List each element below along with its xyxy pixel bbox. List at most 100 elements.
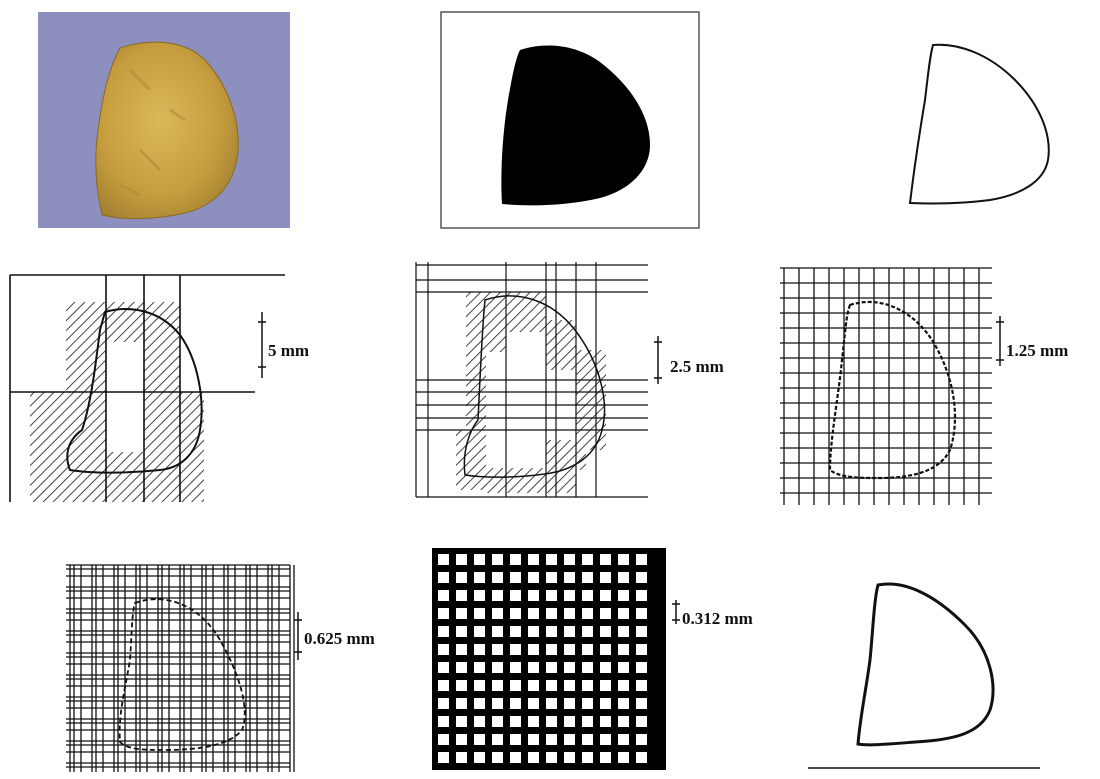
grid-cell bbox=[492, 572, 503, 583]
grid-cell bbox=[510, 608, 521, 619]
grid-cell bbox=[474, 626, 485, 637]
grid-cell bbox=[510, 680, 521, 691]
grid-cell bbox=[546, 680, 557, 691]
boundary-outline bbox=[858, 584, 993, 745]
grid-cell bbox=[438, 626, 449, 637]
grid-cell bbox=[438, 608, 449, 619]
grid-0.625mm-panel: 0.625 mm bbox=[66, 565, 375, 772]
grid-cell bbox=[438, 752, 449, 763]
grid-lines bbox=[66, 565, 294, 772]
grid-cell bbox=[492, 716, 503, 727]
grid-cell bbox=[528, 680, 539, 691]
grid-cell bbox=[582, 734, 593, 745]
grid-cell bbox=[456, 752, 467, 763]
grid-cell bbox=[582, 716, 593, 727]
scale-label-2.5mm: 2.5 mm bbox=[670, 357, 724, 376]
grid-cell bbox=[438, 662, 449, 673]
grid-cell bbox=[474, 734, 485, 745]
grid-cell bbox=[474, 572, 485, 583]
grid-cell bbox=[510, 698, 521, 709]
grid-cell bbox=[600, 554, 611, 565]
grid-cell bbox=[456, 626, 467, 637]
grid-cell bbox=[438, 716, 449, 727]
grid-cell bbox=[618, 716, 629, 727]
grid-cell bbox=[600, 680, 611, 691]
grid-cell bbox=[474, 680, 485, 691]
grid-cell bbox=[546, 608, 557, 619]
grid-cell bbox=[564, 572, 575, 583]
outline-panel bbox=[910, 45, 1049, 204]
grid-cell bbox=[618, 554, 629, 565]
grid-cell bbox=[474, 662, 485, 673]
grid-cell bbox=[582, 554, 593, 565]
dimension-marker bbox=[672, 600, 680, 624]
grid-cell bbox=[528, 608, 539, 619]
grid-cell bbox=[564, 662, 575, 673]
grid-cell bbox=[600, 626, 611, 637]
grid-cell bbox=[600, 590, 611, 601]
dimension-marker bbox=[996, 316, 1004, 366]
grid-cell bbox=[438, 572, 449, 583]
grid-cell bbox=[636, 644, 647, 655]
grid-cell bbox=[564, 716, 575, 727]
grid-cell bbox=[600, 716, 611, 727]
grid-cell bbox=[582, 752, 593, 763]
grid-cell bbox=[510, 644, 521, 655]
grid-cell bbox=[456, 590, 467, 601]
grid-cell bbox=[456, 734, 467, 745]
grid-cell bbox=[600, 572, 611, 583]
grid-cell bbox=[600, 608, 611, 619]
grid-cell bbox=[492, 680, 503, 691]
grid-cell bbox=[618, 572, 629, 583]
grid-cell bbox=[618, 662, 629, 673]
grid-cell bbox=[438, 698, 449, 709]
grid-cell bbox=[456, 608, 467, 619]
grid-1.25mm-panel: 1.25 mm bbox=[780, 268, 1068, 505]
grid-cell bbox=[546, 572, 557, 583]
grid-cell bbox=[636, 554, 647, 565]
grid-cell bbox=[582, 572, 593, 583]
grid-cell bbox=[438, 554, 449, 565]
grid-cell bbox=[600, 734, 611, 745]
grid-cell bbox=[546, 734, 557, 745]
grid-cell bbox=[492, 644, 503, 655]
grid-cell bbox=[438, 590, 449, 601]
grid-cell bbox=[546, 626, 557, 637]
grid-cell bbox=[636, 608, 647, 619]
grid-cell bbox=[492, 626, 503, 637]
grid-cell bbox=[636, 734, 647, 745]
grid-cell bbox=[528, 572, 539, 583]
grid-cell bbox=[600, 698, 611, 709]
grid-cell bbox=[618, 626, 629, 637]
grid-cell bbox=[564, 752, 575, 763]
grid-cell bbox=[636, 716, 647, 727]
grid-cell bbox=[546, 698, 557, 709]
grid-cell bbox=[546, 644, 557, 655]
grid-cell bbox=[618, 644, 629, 655]
grid-cell bbox=[474, 608, 485, 619]
grid-cell bbox=[600, 644, 611, 655]
grid-cell bbox=[456, 680, 467, 691]
grid-cell bbox=[528, 716, 539, 727]
dimension-marker bbox=[294, 612, 302, 660]
grid-cell bbox=[636, 626, 647, 637]
grid-cell bbox=[510, 590, 521, 601]
grid-cell bbox=[492, 752, 503, 763]
grid-cell bbox=[528, 734, 539, 745]
grid-cell bbox=[510, 626, 521, 637]
grid-cell bbox=[582, 680, 593, 691]
grid-cell bbox=[582, 608, 593, 619]
grid-cell bbox=[618, 752, 629, 763]
grid-cell bbox=[474, 644, 485, 655]
grid-cell bbox=[546, 554, 557, 565]
grid-cell bbox=[564, 608, 575, 619]
grid-cell bbox=[600, 662, 611, 673]
grid-cell bbox=[618, 698, 629, 709]
grid-cell bbox=[438, 680, 449, 691]
grid-cell bbox=[492, 608, 503, 619]
grid-cell bbox=[564, 554, 575, 565]
grid-cell bbox=[474, 698, 485, 709]
grid-2.5mm-panel: 2.5 mm bbox=[416, 262, 724, 497]
grid-cell bbox=[456, 716, 467, 727]
grid-cell bbox=[546, 752, 557, 763]
